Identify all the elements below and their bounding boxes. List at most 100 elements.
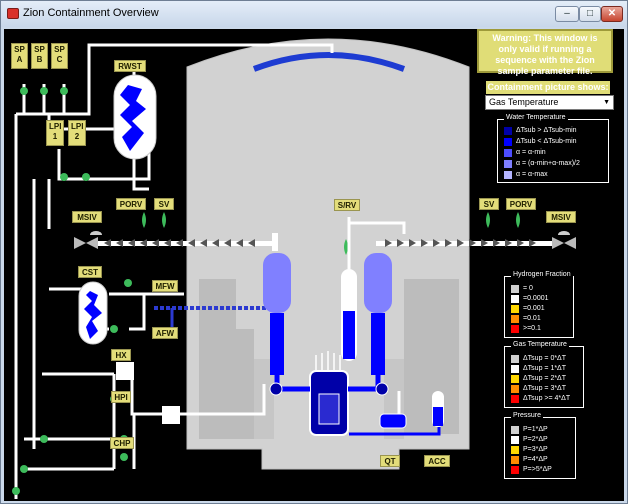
window-app-icon	[7, 8, 19, 19]
legend-label: =0.0001	[523, 295, 549, 302]
legend-label: ΔTsub < ΔTsub-min	[516, 138, 577, 145]
legend-item: α = (α-min+α-max)/2	[504, 160, 580, 168]
label-porv-right[interactable]: PORV	[506, 198, 536, 210]
legend-swatch	[504, 138, 512, 146]
label-cst[interactable]: CST	[78, 266, 102, 278]
steam-generator-left-lower	[270, 313, 284, 375]
select-value: Gas Temperature	[489, 97, 559, 107]
containment-wall-left	[199, 279, 254, 439]
spray-line	[107, 43, 334, 53]
legend-title: Hydrogen Fraction	[511, 271, 573, 278]
label-sv-right[interactable]: SV	[479, 198, 499, 210]
legend-item: >=0.1	[511, 325, 541, 333]
legend-item: ΔTsub > ΔTsub-min	[504, 127, 577, 135]
legend-gas-temperature: Gas Temperature ΔTsup = 0*ΔT ΔTsup = 1*Δ…	[504, 341, 584, 408]
containment-wall-right	[404, 279, 459, 434]
minimize-button[interactable]: –	[555, 6, 579, 22]
label-qt[interactable]: QT	[380, 455, 400, 467]
legend-water-temperature: Water Temperature ΔTsub > ΔTsub-min ΔTsu…	[497, 114, 609, 183]
legend-swatch	[511, 466, 519, 474]
warning-box: Warning: This window is only valid if ru…	[477, 29, 613, 76]
spray-header	[252, 52, 406, 72]
legend-item: α = α-max	[504, 171, 548, 179]
legend-title: Pressure	[511, 412, 544, 419]
label-srv[interactable]: S/RV	[334, 199, 360, 211]
legend-hydrogen-fraction: Hydrogen Fraction = 0 =0.0001 =0.001 =0.…	[504, 271, 574, 338]
label-porv-left[interactable]: PORV	[116, 198, 146, 210]
legend-item: ΔTsup = 1*ΔT	[511, 365, 566, 373]
label-rwst[interactable]: RWST	[114, 60, 146, 72]
hx-box	[162, 406, 180, 424]
label-mfw[interactable]: MFW	[152, 280, 178, 292]
legend-title: Water Temperature	[504, 114, 568, 121]
legend-pressure: Pressure P=1*ΔP P=2*ΔP P=3*ΔP P=4*ΔP P=>…	[504, 412, 576, 479]
label-sv-left[interactable]: SV	[154, 198, 174, 210]
window-title: Zion Containment Overview	[23, 7, 159, 19]
legend-label: ΔTsup >= 4*ΔT	[523, 395, 571, 402]
steam-generator-right-lower	[371, 313, 385, 375]
legend-label: >=0.1	[523, 325, 541, 332]
containment-diagram	[12, 38, 576, 499]
legend-swatch	[511, 285, 519, 293]
legend-swatch	[504, 171, 512, 179]
pump-icon	[375, 382, 389, 396]
acc-line	[349, 427, 441, 436]
label-hx[interactable]: HX	[111, 349, 131, 361]
legend-item: P=2*ΔP	[511, 436, 548, 444]
legend-label: α = (α-min+α-max)/2	[516, 160, 580, 167]
safety-valves	[142, 212, 520, 255]
legend-swatch	[511, 446, 519, 454]
reactor-core	[318, 393, 340, 425]
legend-item: ΔTsup = 2*ΔT	[511, 375, 566, 383]
legend-item: = 0	[511, 285, 533, 293]
label-msiv-left[interactable]: MSIV	[72, 211, 102, 223]
legend-item: =0.001	[511, 305, 545, 313]
legend-item: ΔTsup >= 4*ΔT	[511, 395, 570, 403]
accumulator-water	[433, 407, 443, 426]
hx-box	[116, 362, 134, 380]
legend-item: P=1*ΔP	[511, 426, 548, 434]
label-chp[interactable]: CHP	[110, 437, 134, 449]
legend-label: ΔTsup = 1*ΔT	[523, 365, 567, 372]
chevron-down-icon[interactable]: ▼	[603, 99, 610, 106]
legend-swatch	[511, 436, 519, 444]
maximize-button[interactable]: □	[579, 6, 601, 22]
steam-line-left	[96, 233, 278, 251]
legend-item: P=>5*ΔP	[511, 466, 552, 474]
label-msiv-right[interactable]: MSIV	[546, 211, 576, 223]
legend-title: Gas Temperature	[511, 341, 569, 348]
label-acc[interactable]: ACC	[424, 455, 450, 467]
containment-picture-select[interactable]: Gas Temperature ▼	[485, 95, 614, 110]
legend-label: P=2*ΔP	[523, 436, 548, 443]
srv-line	[349, 221, 406, 234]
legend-label: ΔTsub > ΔTsub-min	[516, 127, 577, 134]
legend-item: α = α-min	[504, 149, 546, 157]
title-bar[interactable]: Zion Containment Overview – □ ✕	[1, 1, 627, 27]
valve-icon	[558, 231, 570, 235]
legend-item: =0.0001	[511, 295, 549, 303]
valve-icon	[552, 237, 576, 249]
legend-label: P=>5*ΔP	[523, 466, 552, 473]
legend-item: P=3*ΔP	[511, 446, 548, 454]
legend-item: =0.01	[511, 315, 541, 323]
legend-label: ΔTsup = 2*ΔT	[523, 375, 567, 382]
legend-label: ΔTsup = 3*ΔT	[523, 385, 567, 392]
legend-swatch	[511, 365, 519, 373]
legend-label: P=4*ΔP	[523, 456, 548, 463]
legend-label: P=1*ΔP	[523, 426, 548, 433]
legend-swatch	[511, 295, 519, 303]
legend-item: ΔTsub < ΔTsub-min	[504, 138, 577, 146]
close-button[interactable]: ✕	[601, 6, 623, 22]
label-hpi[interactable]: HPI	[111, 391, 131, 403]
rwst-water	[120, 85, 146, 151]
label-afw[interactable]: AFW	[152, 327, 178, 339]
legend-swatch	[511, 305, 519, 313]
legend-swatch	[504, 127, 512, 135]
legend-label: ΔTsup = 0*ΔT	[523, 355, 567, 362]
